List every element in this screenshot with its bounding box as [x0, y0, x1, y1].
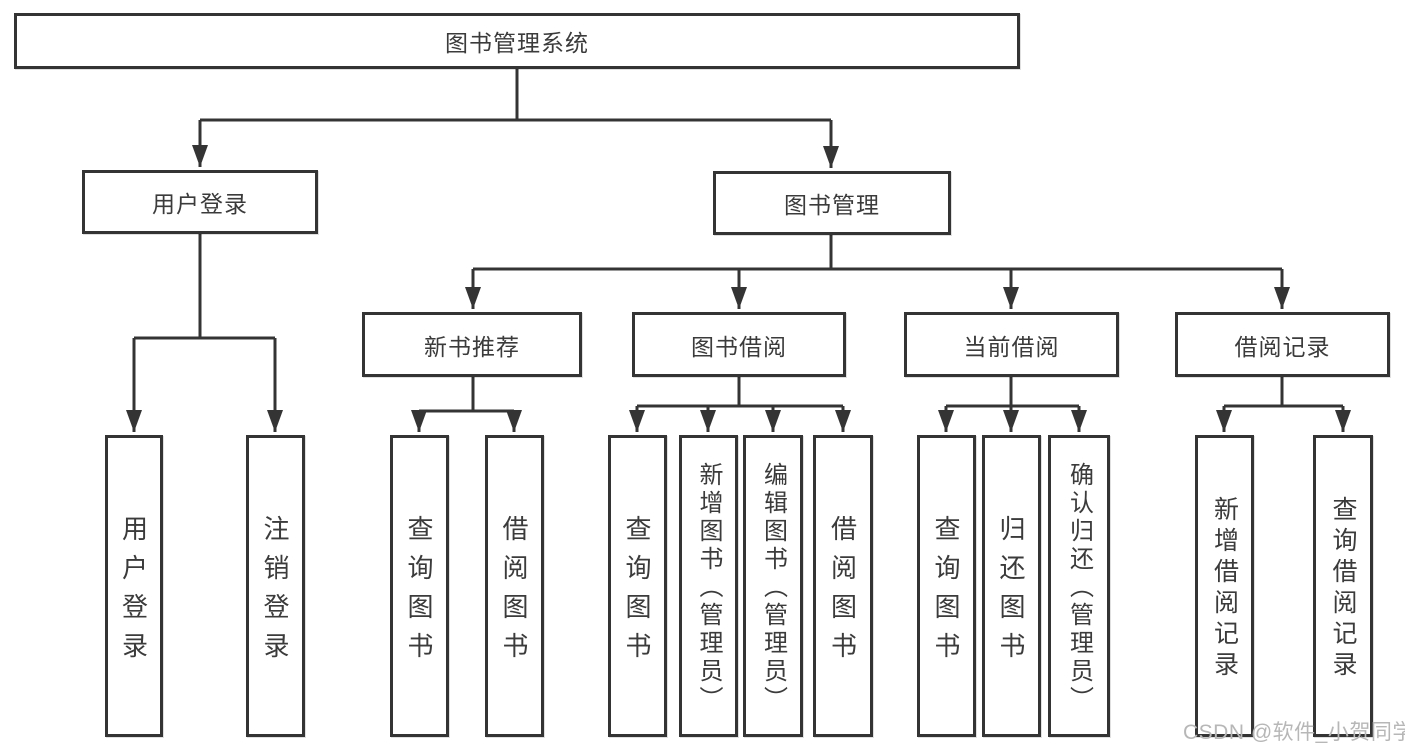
- node-label: 归还图书: [996, 514, 1026, 671]
- node-logout: 注销登录: [246, 435, 305, 737]
- node-borrow-records: 借阅记录: [1175, 312, 1390, 377]
- connector-book-mgmt-children: [465, 235, 1290, 309]
- connector-current-borrow-children: [938, 377, 1087, 432]
- node-current-borrowing: 当前借阅: [904, 312, 1119, 377]
- node-label: 注销登录: [260, 514, 290, 671]
- connector-book-borrow-children: [629, 377, 851, 432]
- node-label: 图书借阅: [691, 333, 787, 360]
- node-bb-query-books: 查询图书: [608, 435, 667, 737]
- connector-user-login-children: [126, 234, 283, 432]
- node-new-book-recommend: 新书推荐: [362, 312, 582, 377]
- csdn-watermark: CSDN @软件_小贺同学: [1183, 721, 1405, 744]
- node-bb-edit-books-admin: 编辑图书（管理员）: [743, 435, 803, 737]
- node-nbr-query-books: 查询图书: [390, 435, 449, 737]
- node-bb-borrow-books: 借阅图书: [813, 435, 873, 737]
- node-label: 查询图书: [622, 514, 652, 671]
- node-label: 查询图书: [931, 514, 961, 671]
- node-label: 查询图书: [404, 514, 434, 671]
- connector-borrow-record-children: [1216, 377, 1351, 432]
- node-label: 图书管理: [784, 192, 880, 218]
- node-nbr-borrow-books: 借阅图书: [485, 435, 544, 737]
- node-label: 当前借阅: [963, 333, 1060, 360]
- node-cb-query-books: 查询图书: [917, 435, 976, 737]
- node-cb-return-books: 归还图书: [982, 435, 1041, 737]
- node-br-add-record: 新增借阅记录: [1195, 435, 1254, 737]
- node-book-management-system: 图书管理系统: [14, 13, 1020, 69]
- node-label: 借阅图书: [827, 514, 858, 671]
- node-label: 新增图书（管理员）: [695, 462, 722, 714]
- node-user-login-leaf: 用户登录: [105, 435, 163, 737]
- node-user-login-branch: 用户登录: [82, 170, 318, 234]
- node-label: 图书管理系统: [445, 30, 589, 56]
- node-bb-add-books-admin: 新增图书（管理员）: [679, 435, 738, 737]
- node-label: 查询借阅记录: [1329, 496, 1357, 682]
- node-label: 新书推荐: [424, 333, 520, 360]
- connector-root-to-level2: [192, 69, 839, 168]
- node-label: 编辑图书（管理员）: [759, 462, 787, 714]
- node-br-query-record: 查询借阅记录: [1313, 435, 1373, 737]
- connector-new-book-rec-children: [411, 377, 522, 432]
- node-label: 确认归还（管理员）: [1065, 462, 1093, 714]
- node-label: 用户登录: [118, 514, 149, 671]
- node-label: 借阅记录: [1234, 333, 1331, 360]
- node-cb-confirm-return-admin: 确认归还（管理员）: [1048, 435, 1110, 737]
- node-book-borrowing: 图书借阅: [632, 312, 846, 377]
- node-label: 用户登录: [152, 191, 248, 217]
- node-label: 借阅图书: [499, 514, 529, 671]
- node-book-management: 图书管理: [713, 171, 951, 235]
- node-label: 新增借阅记录: [1210, 496, 1239, 682]
